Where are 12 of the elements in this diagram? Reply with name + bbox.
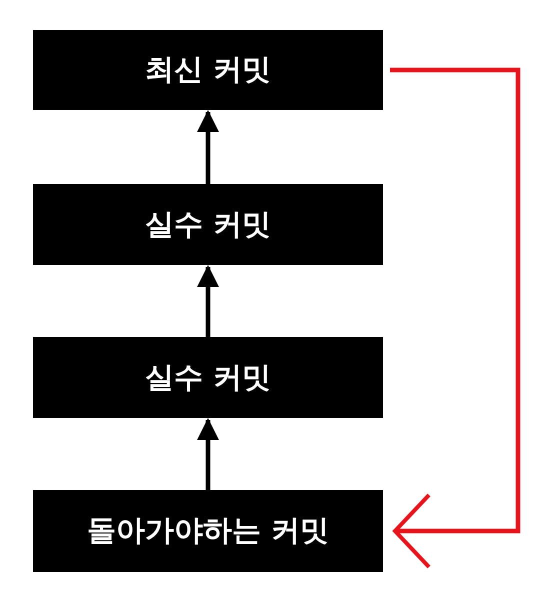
arrow [197, 110, 219, 184]
commit-box [33, 490, 383, 572]
commit-box [33, 30, 383, 110]
commit-label: 실수 커밋 [144, 206, 272, 242]
commit-label: 돌아가야하는 커밋 [86, 512, 330, 549]
arrow [197, 265, 219, 337]
arrow [390, 68, 520, 569]
commit-label: 최신 커밋 [144, 51, 272, 88]
commit-box [33, 184, 383, 265]
commit-label: 실수 커밋 [144, 358, 272, 396]
arrow [197, 418, 219, 490]
commit-box [33, 337, 383, 418]
